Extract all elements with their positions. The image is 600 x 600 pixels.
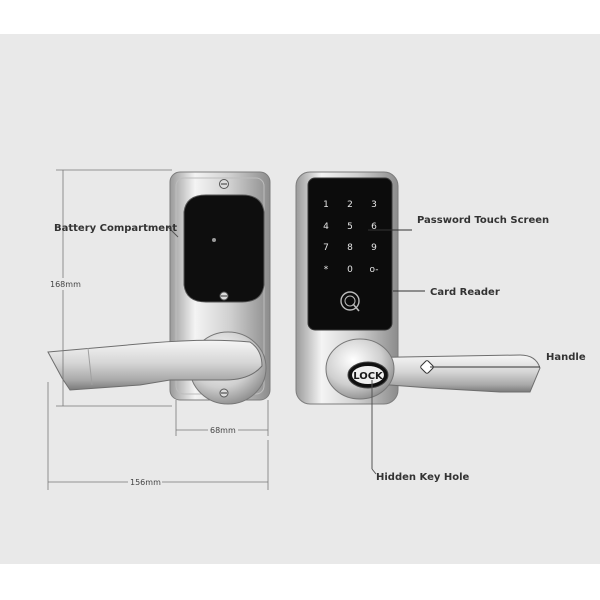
keypad-key[interactable]: 6 [371,222,377,232]
keypad-key[interactable]: 7 [323,243,329,253]
keypad-key[interactable]: 1 [323,200,329,210]
keypad-key[interactable]: 8 [347,243,353,253]
keypad-key[interactable]: 9 [371,243,377,253]
screw-icon [219,179,229,189]
battery-cover [183,194,265,303]
dimension-width-total: 156mm [130,478,161,487]
keypad: 1 2 3 4 5 6 7 8 9 * 0 o- [323,200,378,275]
screw-icon [219,291,229,301]
label-handle: Handle [546,352,586,363]
lock-button-label: LOCK [353,371,384,382]
screw-icon [219,388,229,398]
dimension-height: 168mm [50,280,81,289]
keypad-key[interactable]: 4 [323,222,329,232]
back-unit [47,171,271,405]
card-reader-icon [340,291,360,312]
leader-lines [167,226,540,475]
key-slot-icon [420,360,434,374]
label-card-reader: Card Reader [430,287,500,298]
keypad-key[interactable]: 2 [347,200,353,210]
label-password-touch-screen: Password Touch Screen [417,215,549,226]
label-hidden-key-hole: Hidden Key Hole [376,472,470,483]
back-lever [47,339,263,391]
keypad-key[interactable]: 5 [347,222,353,232]
keypad-key[interactable]: o- [370,265,379,275]
label-battery-compartment: Battery Compartment [54,223,177,234]
keypad-screen [307,177,393,331]
keypad-key[interactable]: 0 [347,265,353,275]
keypad-key[interactable]: 3 [371,200,377,210]
front-unit: LOCK [295,171,541,405]
dimension-width-small: 68mm [210,426,236,435]
keypad-key[interactable]: * [324,265,329,275]
